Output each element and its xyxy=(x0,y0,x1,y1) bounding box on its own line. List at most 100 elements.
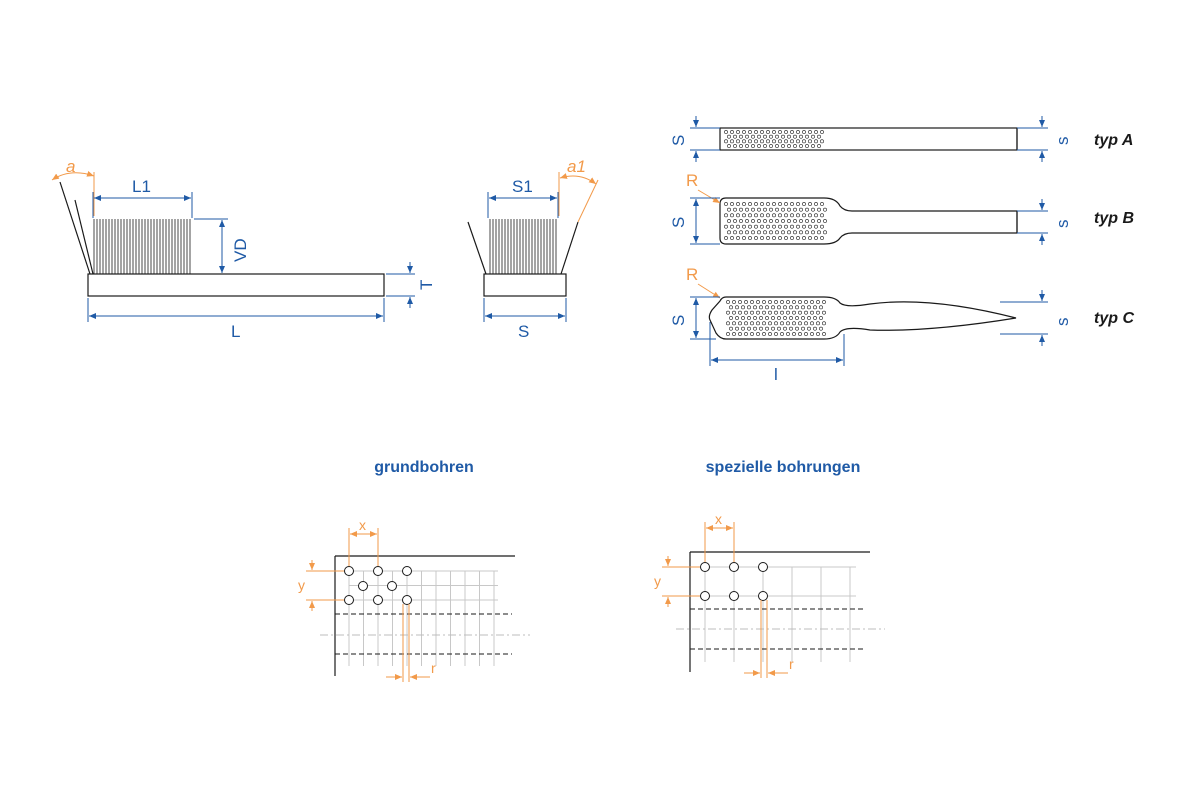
angle-a-label: a xyxy=(66,157,75,176)
perforation-hole xyxy=(744,332,748,336)
perforation-hole xyxy=(799,144,803,148)
perforation-hole xyxy=(766,202,770,206)
perforation-hole xyxy=(802,236,806,240)
perforation-hole xyxy=(729,326,733,331)
side-view: a L1 VD T L xyxy=(51,157,436,341)
perforation-hole xyxy=(766,130,770,134)
perforation-hole xyxy=(742,213,746,218)
perforation-hole xyxy=(790,236,794,240)
perforation-hole xyxy=(808,224,812,229)
perforation-hole xyxy=(799,134,803,139)
perforation-hole xyxy=(817,230,821,235)
perforation-hole xyxy=(775,219,779,223)
perforation-hole xyxy=(811,230,815,235)
perforation-hole xyxy=(750,332,754,336)
perforation-hole xyxy=(750,300,754,304)
perforation-hole xyxy=(823,230,827,235)
type-a-S-label: S xyxy=(669,135,688,146)
spezielle-title: spezielle bohrungen xyxy=(706,459,861,476)
perforation-hole xyxy=(766,139,770,144)
perforation-hole xyxy=(784,224,788,229)
perforation-hole xyxy=(774,300,778,304)
perforation-hole xyxy=(748,202,752,206)
S1-label: S1 xyxy=(512,177,533,196)
perforation-hole xyxy=(760,130,764,134)
perforation-hole xyxy=(796,213,800,218)
perforation-hole xyxy=(775,230,779,235)
perforation-hole xyxy=(771,316,775,320)
perforation-hole xyxy=(781,134,785,139)
drill-hole xyxy=(358,581,368,591)
perforation-hole xyxy=(735,305,739,310)
perforation-hole xyxy=(741,316,745,320)
perforation-hole xyxy=(804,310,808,315)
perforation-hole xyxy=(813,305,817,310)
perforation-hole xyxy=(787,144,791,148)
perforation-hole xyxy=(775,134,779,139)
perforation-hole xyxy=(793,134,797,139)
perforation-hole xyxy=(744,300,748,304)
perforation-hole xyxy=(795,316,799,320)
perforation-hole xyxy=(726,332,730,336)
perforation-hole xyxy=(820,139,824,144)
perforation-hole xyxy=(778,236,782,240)
perforation-hole xyxy=(726,300,730,304)
perforation-hole xyxy=(742,130,746,134)
perforation-hole xyxy=(819,326,823,331)
perforation-hole xyxy=(757,219,761,223)
perforation-hole xyxy=(805,144,809,148)
perforation-hole xyxy=(756,300,760,304)
perforation-hole xyxy=(772,202,776,206)
grundbohren-r-label: r xyxy=(431,660,436,676)
perforation-hole xyxy=(760,236,764,240)
perforation-hole xyxy=(813,326,817,331)
perforation-hole xyxy=(783,305,787,310)
perforation-hole xyxy=(732,321,736,326)
perforation-hole xyxy=(762,332,766,336)
perforation-hole xyxy=(784,130,788,134)
perforation-hole xyxy=(733,230,737,235)
perforation-hole xyxy=(780,332,784,336)
perforation-hole xyxy=(756,332,760,336)
spezielle-y-label: y xyxy=(654,573,661,589)
drill-hole xyxy=(700,591,710,601)
perforation-hole xyxy=(819,316,823,320)
perforation-hole xyxy=(786,321,790,326)
perforation-hole xyxy=(748,213,752,218)
perforation-hole xyxy=(802,213,806,218)
perforation-hole xyxy=(769,134,773,139)
perforation-hole xyxy=(771,305,775,310)
perforation-hole xyxy=(810,332,814,336)
perforation-hole xyxy=(781,144,785,148)
perforation-hole xyxy=(727,219,731,223)
type-a-holes xyxy=(724,130,824,148)
perforation-hole xyxy=(730,213,734,218)
drill-hole xyxy=(344,595,354,605)
perforation-hole xyxy=(775,207,779,212)
perforation-hole xyxy=(751,144,755,148)
perforation-hole xyxy=(732,310,736,315)
drill-hole xyxy=(758,562,768,572)
perforation-hole xyxy=(724,139,728,144)
perforation-hole xyxy=(759,316,763,320)
perforation-hole xyxy=(784,202,788,206)
perforation-hole xyxy=(759,326,763,331)
type-b-holes xyxy=(724,202,827,240)
perforation-hole xyxy=(790,130,794,134)
perforation-hole xyxy=(802,139,806,144)
perforation-hole xyxy=(787,134,791,139)
perforation-hole xyxy=(738,300,742,304)
perforation-hole xyxy=(805,134,809,139)
perforation-hole xyxy=(798,321,802,326)
type-c-label: typ C xyxy=(1094,310,1134,327)
spezielle-grid xyxy=(704,566,856,662)
grundbohren-diagram: grundbohren x y r xyxy=(298,459,530,682)
perforation-hole xyxy=(796,236,800,240)
T-label: T xyxy=(417,280,436,290)
perforation-hole xyxy=(744,310,748,315)
perforation-hole xyxy=(793,144,797,148)
type-b-label: typ B xyxy=(1094,210,1134,227)
perforation-hole xyxy=(814,236,818,240)
perforation-hole xyxy=(768,321,772,326)
perforation-hole xyxy=(726,310,730,315)
